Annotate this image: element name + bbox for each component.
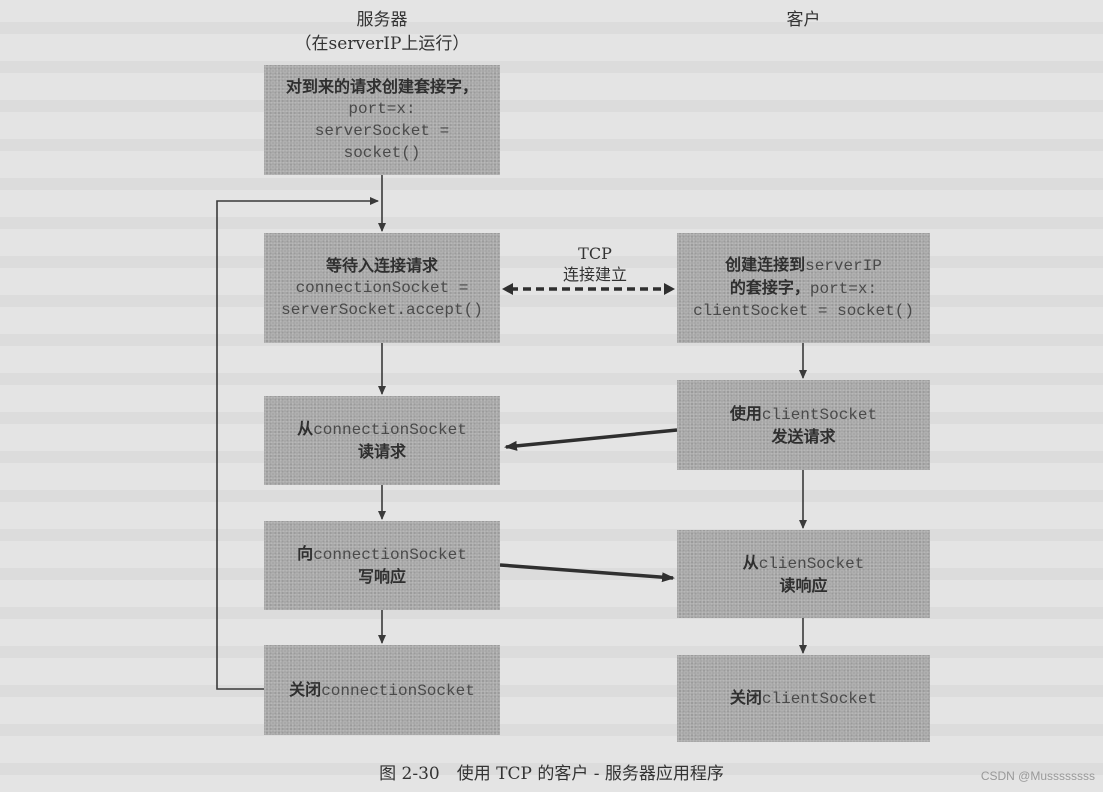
box-text-mono: connectionSocket: [313, 546, 467, 564]
box-text-cn: 的套接字，: [729, 278, 810, 297]
box-text-cn: 使用: [729, 403, 762, 423]
box-text-cn: 从: [297, 419, 314, 438]
box-text-cn: 发送请求: [771, 426, 836, 446]
server-write-reply-box: 向connectionSocket 写响应: [264, 521, 500, 610]
server-subtitle: （在serverIP上运行）: [294, 34, 470, 54]
box-text-line: 等待入连接请求: [325, 256, 438, 275]
box-text-cn: 创建连接到: [725, 255, 806, 274]
server-title: 服务器: [356, 10, 408, 30]
box-text-line: serverSocket.accept(): [281, 301, 483, 319]
box-text-mono: serverIP: [805, 257, 882, 275]
client-title: 客户: [786, 10, 821, 30]
server-close-connection-box: 关闭connectionSocket: [264, 645, 500, 735]
box-text-mono: clientSocket: [761, 405, 878, 424]
box-text-mono: clientSocket: [761, 690, 878, 708]
box-text-mono: port=x:: [809, 280, 878, 298]
tcp-label-line2: 连接建立: [562, 265, 627, 284]
box-text-mono: connectionSocket: [313, 421, 467, 439]
client-close-socket-box: 关闭clientSocket: [677, 655, 930, 742]
box-text-line: connectionSocket =: [295, 279, 469, 297]
box-text-mono: clienSocket: [758, 554, 865, 573]
box-text-line: 对到来的请求创建套接字，: [285, 77, 478, 96]
box-text-cn: 从: [742, 552, 759, 572]
tcp-setup-label: TCP 连接建立: [540, 243, 650, 285]
server-header: 服务器 （在serverIP上运行）: [264, 8, 500, 56]
box-text-cn: 写响应: [357, 567, 406, 586]
box-text-cn: 读响应: [779, 575, 828, 595]
box-text-line: port=x:: [348, 100, 416, 118]
box-text-line: socket(): [343, 144, 421, 162]
server-accept-connection-box: 等待入连接请求 connectionSocket = serverSocket.…: [264, 233, 500, 343]
box-text-cn: 关闭: [729, 688, 762, 707]
server-create-welcoming-socket-box: 对到来的请求创建套接字， port=x: serverSocket = sock…: [264, 65, 500, 175]
client-read-reply-box: 从clienSocket 读响应: [677, 530, 930, 618]
box-text-cn: 向: [297, 544, 314, 563]
watermark: CSDN @Mussssssss: [980, 769, 1095, 783]
client-create-socket-box: 创建连接到serverIP 的套接字，port=x: clientSocket …: [677, 233, 930, 343]
tcp-label-line1: TCP: [578, 244, 612, 263]
box-text-mono: connectionSocket: [321, 681, 475, 700]
figure-caption: 图 2-30 使用 TCP 的客户 - 服务器应用程序: [379, 764, 724, 784]
box-text-cn: 关闭: [289, 679, 322, 699]
server-read-request-box: 从connectionSocket 读请求: [264, 396, 500, 485]
client-send-request-box: 使用clientSocket 发送请求: [677, 380, 930, 470]
box-text-line: serverSocket =: [314, 122, 450, 140]
box-text-cn: 读请求: [357, 442, 406, 461]
box-text-mono: clientSocket = socket(): [693, 302, 914, 320]
